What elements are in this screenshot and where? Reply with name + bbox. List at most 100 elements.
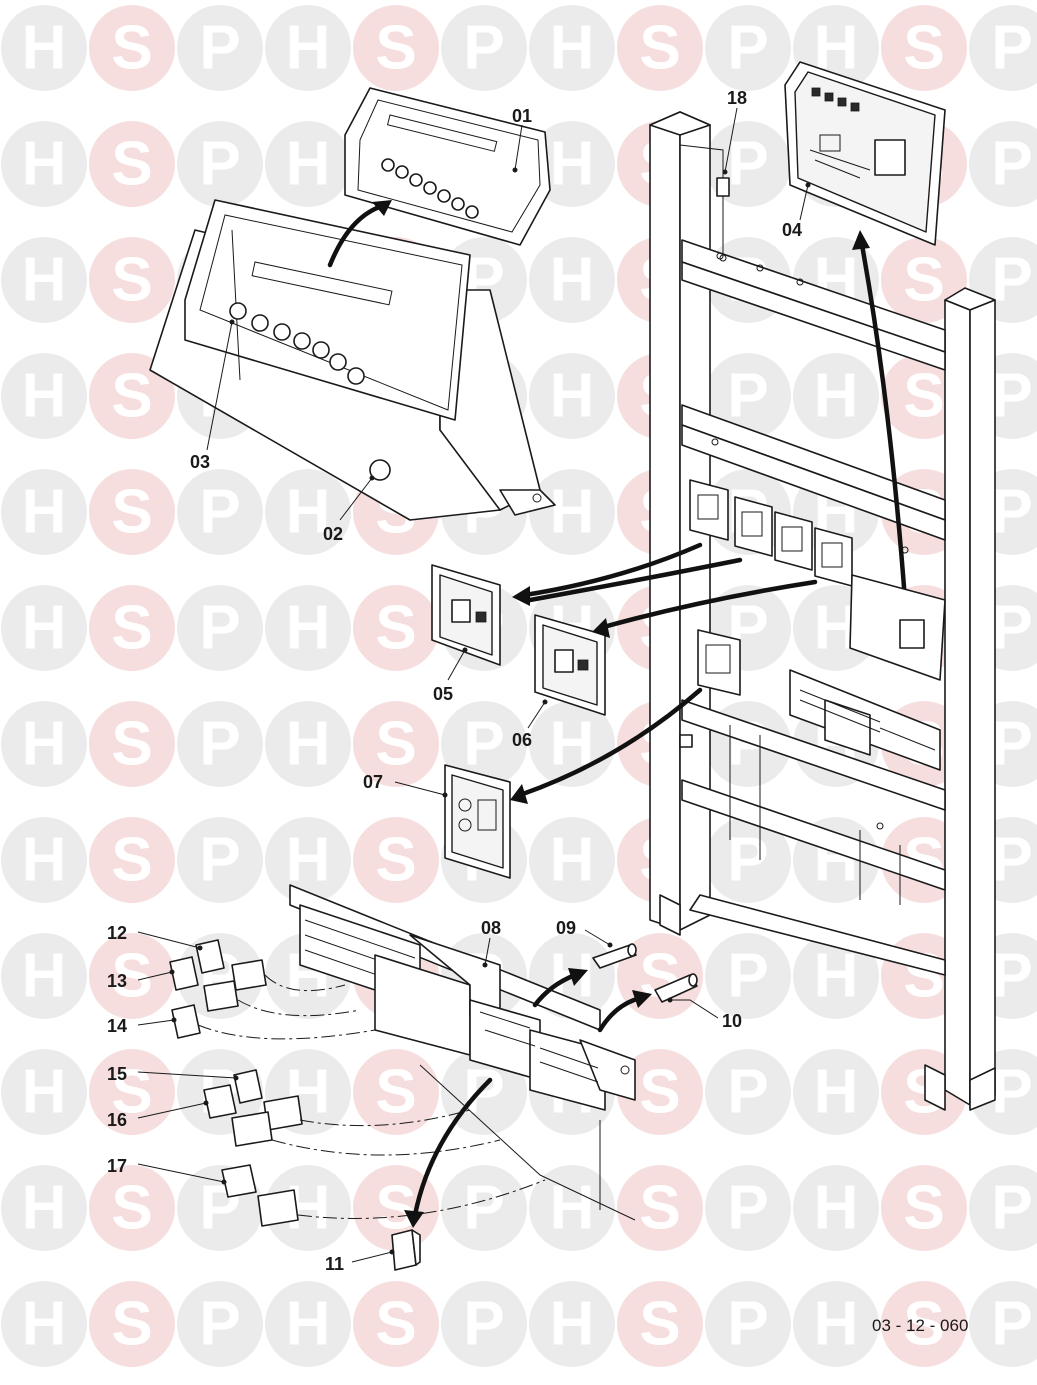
watermark-letter: P	[199, 594, 240, 663]
watermark-letter: H	[550, 1174, 595, 1243]
watermark-letter: H	[286, 826, 331, 895]
watermark-letter: P	[463, 14, 504, 83]
watermark-tile: H	[793, 1281, 879, 1367]
watermark-tile: H	[529, 817, 615, 903]
watermark-letter: P	[991, 246, 1032, 315]
watermark-letter: P	[199, 710, 240, 779]
plug-dashed-links	[197, 974, 546, 1219]
watermark-letter: S	[375, 1058, 416, 1127]
watermark-letter: H	[550, 1290, 595, 1359]
watermark-tile: H	[529, 121, 615, 207]
watermark-letter: P	[991, 1174, 1032, 1243]
callout-12: 12	[107, 923, 127, 943]
watermark-tile: H	[529, 353, 615, 439]
watermark-letter: P	[991, 130, 1032, 199]
watermark-letter: P	[727, 1290, 768, 1359]
watermark-letter: P	[991, 942, 1032, 1011]
watermark-tile: S	[89, 1049, 175, 1135]
watermark-letter: S	[111, 1174, 152, 1243]
frame-connector	[679, 144, 730, 262]
watermark-letter: S	[375, 710, 416, 779]
watermark-letter: H	[286, 14, 331, 83]
callout-18: 18	[727, 88, 747, 108]
watermark-tile: H	[265, 121, 351, 207]
watermark-letter: P	[727, 1058, 768, 1127]
watermark-letter: H	[286, 478, 331, 547]
watermark-tile: P	[705, 817, 791, 903]
watermark-letter: P	[991, 594, 1032, 663]
watermark-letter: H	[550, 826, 595, 895]
watermark-letter: S	[111, 826, 152, 895]
watermark-letter: S	[903, 246, 944, 315]
watermark-letter: H	[814, 362, 859, 431]
fuse-09	[592, 943, 637, 969]
watermark-letter: H	[22, 1290, 67, 1359]
watermark-tile: S	[89, 5, 175, 91]
indicator-lamp	[369, 459, 391, 481]
watermark-tile: S	[353, 5, 439, 91]
watermark-tile: S	[89, 469, 175, 555]
watermark-letter: S	[111, 14, 152, 83]
watermark-letter: H	[814, 1290, 859, 1359]
watermark-letter: P	[463, 1058, 504, 1127]
watermark-letter: P	[991, 1290, 1032, 1359]
main-pcb	[784, 61, 946, 246]
watermark-tile: P	[177, 121, 263, 207]
watermark-tile: H	[793, 933, 879, 1019]
callout-05: 05	[433, 684, 453, 704]
watermark-letter: H	[22, 594, 67, 663]
watermark-letter: S	[111, 942, 152, 1011]
watermark-tile: P	[441, 1281, 527, 1367]
connector-plugs	[169, 939, 303, 1227]
watermark-letter: H	[286, 130, 331, 199]
watermark-tile: S	[353, 1281, 439, 1367]
watermark-tile: H	[265, 701, 351, 787]
watermark-tile: H	[1, 353, 87, 439]
watermark-tile: P	[177, 701, 263, 787]
watermark-letter: S	[903, 14, 944, 83]
module-pcb-06	[534, 614, 606, 716]
watermark-tile: H	[1, 121, 87, 207]
watermark-letter: H	[550, 362, 595, 431]
watermark-letter: H	[22, 478, 67, 547]
watermark-tile: P	[177, 817, 263, 903]
watermark-tile: H	[1, 817, 87, 903]
watermark-tile: H	[265, 5, 351, 91]
watermark-tile: H	[265, 817, 351, 903]
watermark-letter: H	[22, 942, 67, 1011]
main-frame	[649, 111, 996, 1111]
watermark-tile: S	[89, 353, 175, 439]
callout-16: 16	[107, 1110, 127, 1130]
watermark-tile: S	[617, 1165, 703, 1251]
watermark-letter: H	[22, 246, 67, 315]
watermark-tile: H	[1, 5, 87, 91]
callout-03: 03	[190, 452, 210, 472]
watermark-letter: P	[991, 14, 1032, 83]
watermark-letter: S	[375, 14, 416, 83]
callout-leaders	[137, 107, 811, 1263]
watermark-tile: H	[529, 237, 615, 323]
watermark-tile: H	[793, 1165, 879, 1251]
callout-11: 11	[325, 1254, 344, 1274]
callout-13: 13	[107, 971, 127, 991]
watermark-letter: S	[111, 362, 152, 431]
watermark-letter: P	[199, 826, 240, 895]
watermark-tile: P	[177, 5, 263, 91]
watermark-letter: P	[727, 1174, 768, 1243]
callout-14: 14	[107, 1016, 127, 1036]
watermark-letter: H	[814, 1174, 859, 1243]
watermark-tile: H	[265, 1049, 351, 1135]
watermark-tile: P	[177, 1281, 263, 1367]
watermark-tile: S	[617, 5, 703, 91]
watermark-tile: P	[705, 1049, 791, 1135]
watermark-letter: P	[199, 478, 240, 547]
watermark-letter: P	[991, 478, 1032, 547]
watermark-letter: H	[814, 942, 859, 1011]
watermark-tile: P	[705, 1165, 791, 1251]
watermark-tile: S	[89, 121, 175, 207]
watermark-letter: P	[991, 1058, 1032, 1127]
watermark-letter: S	[639, 1058, 680, 1127]
watermark-letter: H	[550, 130, 595, 199]
watermark-letter: S	[375, 1290, 416, 1359]
